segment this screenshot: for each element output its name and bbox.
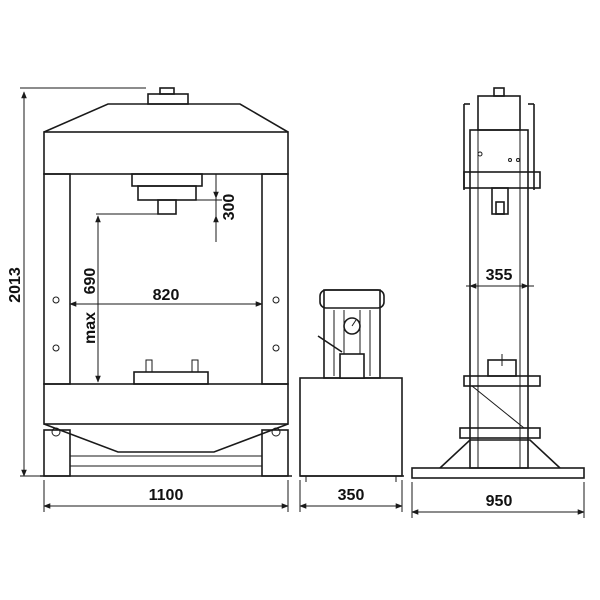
front-view	[40, 87, 292, 477]
left-foot	[43, 429, 71, 477]
crown-top	[43, 103, 289, 133]
right-column	[261, 173, 289, 385]
stroke-label: 300	[221, 194, 238, 221]
valve-block	[339, 353, 365, 379]
pump-width-label: 350	[338, 487, 365, 504]
side-base	[411, 467, 585, 479]
side-dimensions	[411, 283, 585, 518]
motor-top	[319, 289, 385, 309]
pump-lever	[317, 335, 343, 353]
column-hole	[52, 296, 60, 304]
height-label: 2013	[7, 267, 24, 303]
max-prefix-label: max	[82, 312, 99, 344]
side-depth-label: 950	[486, 493, 513, 510]
left-column	[43, 173, 71, 385]
side-base-support	[439, 439, 561, 469]
ram-tip	[157, 199, 177, 215]
pump-dimensions	[299, 480, 403, 512]
crown-beam	[43, 131, 289, 175]
ram-body	[131, 173, 203, 187]
front-dimensions	[20, 87, 289, 512]
pump-unit	[299, 289, 404, 482]
max-opening-label: 690	[82, 268, 99, 295]
cylinder-top	[159, 87, 175, 95]
column-hole	[272, 344, 280, 352]
column-hole	[272, 296, 280, 304]
ram-head	[137, 185, 197, 201]
side-ram	[491, 187, 509, 215]
lower-beam	[43, 383, 289, 425]
cylinder-cap	[147, 93, 189, 105]
inner-width-label: 820	[153, 287, 180, 304]
right-foot	[261, 429, 289, 477]
side-cylinder	[477, 95, 521, 131]
side-view	[411, 87, 585, 479]
side-inner-label: 355	[486, 267, 513, 284]
side-lower-crossbar	[459, 427, 541, 439]
width-label: 1100	[149, 487, 184, 504]
lower-beam-curve	[43, 423, 289, 453]
oil-tank	[299, 377, 403, 477]
side-column	[469, 129, 529, 469]
work-table	[133, 371, 209, 385]
column-hole	[52, 344, 60, 352]
